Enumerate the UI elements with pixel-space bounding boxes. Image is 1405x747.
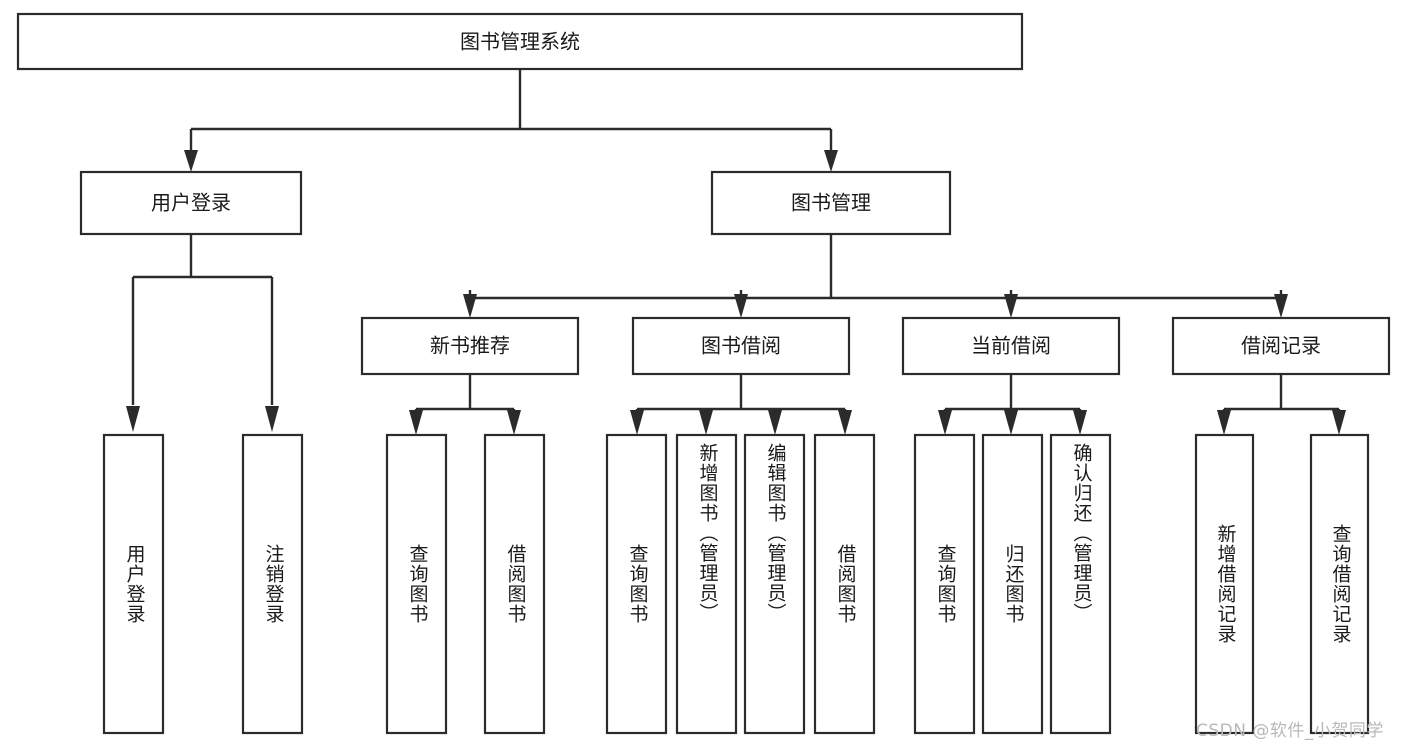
- connectors-user-login-to-leaves: [126, 234, 279, 432]
- csdn-watermark: CSDN @软件_小贺同学: [1196, 721, 1384, 741]
- leaf-box-nb-query-book[interactable]: [385, 433, 448, 735]
- leaf-box-bb-query-book[interactable]: [605, 433, 668, 735]
- leaf-box-cb-query-book[interactable]: [913, 433, 976, 735]
- leaf-box-logout[interactable]: [241, 433, 304, 735]
- connectors-book-manage-to-level3: [463, 234, 1288, 318]
- node-current-borrow-label: 当前借阅: [971, 334, 1051, 358]
- connectors-record-to-leaves: [1217, 374, 1346, 435]
- node-new-book-recommend-label: 新书推荐: [430, 334, 510, 358]
- arrow-to-book-manage: [824, 150, 838, 172]
- node-root-system-label: 图书管理系统: [460, 30, 580, 54]
- node-book-borrow-label: 图书借阅: [701, 334, 781, 358]
- node-new-book-recommend[interactable]: 新书推荐: [360, 316, 580, 376]
- node-borrow-record[interactable]: 借阅记录: [1171, 316, 1391, 376]
- connectors-root-to-level2: [189, 69, 833, 158]
- node-book-borrow[interactable]: 图书借阅: [631, 316, 851, 376]
- connectors-new-book-to-leaves: [409, 374, 521, 435]
- leaf-box-bb-edit-book[interactable]: [743, 433, 806, 735]
- node-current-borrow[interactable]: 当前借阅: [901, 316, 1121, 376]
- node-borrow-record-label: 借阅记录: [1241, 334, 1321, 358]
- leaf-box-br-add-record[interactable]: [1194, 433, 1255, 735]
- connectors-current-to-leaves: [938, 374, 1087, 435]
- node-root-system[interactable]: 图书管理系统: [16, 12, 1024, 71]
- leaf-box-cb-confirm-return[interactable]: [1049, 433, 1112, 735]
- node-book-manage-label: 图书管理: [791, 191, 871, 215]
- leaf-box-bb-borrow-book[interactable]: [813, 433, 876, 735]
- leaf-box-user-login[interactable]: [102, 433, 165, 735]
- connectors-borrow-to-leaves: [630, 374, 852, 435]
- node-book-manage[interactable]: 图书管理: [710, 170, 952, 236]
- arrow-to-user-login: [184, 150, 198, 172]
- node-user-login[interactable]: 用户登录: [79, 170, 303, 236]
- leaf-box-bb-add-book[interactable]: [675, 433, 738, 735]
- leaf-box-nb-borrow-book[interactable]: [483, 433, 546, 735]
- leaf-box-br-query-record[interactable]: [1309, 433, 1370, 735]
- leaf-box-cb-return-book[interactable]: [981, 433, 1044, 735]
- node-user-login-label: 用户登录: [151, 191, 231, 215]
